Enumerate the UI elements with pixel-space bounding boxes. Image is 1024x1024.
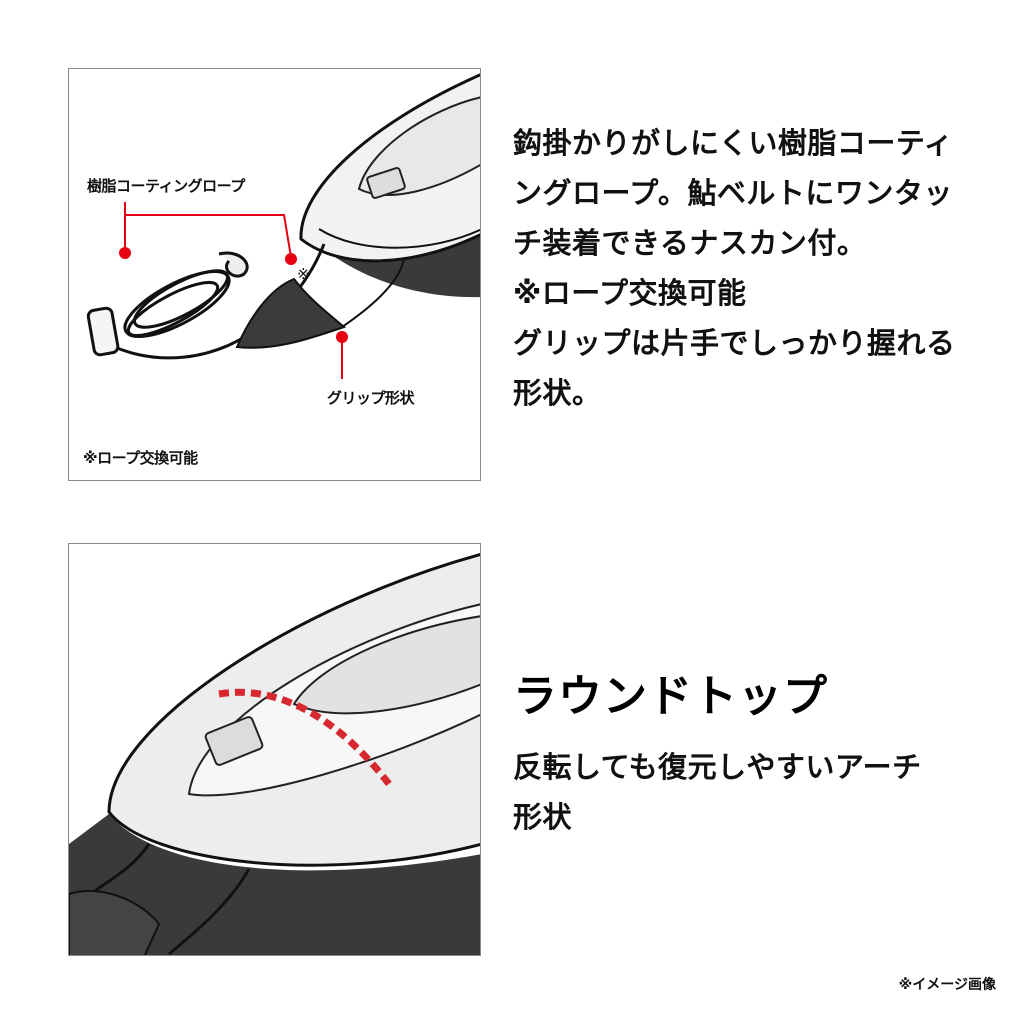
- rope-callout-mark: ※: [297, 265, 310, 283]
- feature-2-description: 反転しても復元しやすいアーチ 形状: [513, 742, 922, 842]
- rope-line-right: [168, 868, 251, 955]
- rope-leader-dot-right: [285, 253, 297, 265]
- description-line: チ装着できるナスカン付。: [513, 226, 867, 260]
- logo-plate: [204, 716, 264, 766]
- image-disclaimer: ※イメージ画像: [898, 977, 996, 993]
- clip-shape: [86, 306, 120, 357]
- round-top-illustration-graphic: [69, 553, 480, 955]
- rope-exchange-footnote: ※ロープ交換可能: [83, 449, 198, 467]
- rope-coil-3: [126, 280, 220, 338]
- round-top-arch-marker: [218, 688, 392, 787]
- grip-callout-label: グリップ形状: [327, 389, 415, 407]
- description-line: 反転しても復元しやすいアーチ: [513, 750, 922, 784]
- description-line: ※ロープ交換可能: [513, 276, 747, 310]
- description-line: グリップは片手でしっかり握れる: [513, 326, 956, 360]
- rope-callout-label: 樹脂コーティングロープ: [87, 177, 245, 195]
- rope-line-right: [338, 258, 405, 330]
- product-illustration-rope: 樹脂コーティングロープ ※ グリップ形状 ※ロープ交換可能: [68, 68, 481, 481]
- grip-shape: [235, 277, 346, 349]
- description-line: 形状。: [513, 376, 602, 410]
- rope-leader-line: [124, 202, 292, 258]
- hull-bottom-shape: [69, 814, 480, 955]
- rope-illustration-graphic: [86, 73, 480, 379]
- grip-leader-dot: [336, 331, 348, 343]
- body-edge-line: [318, 228, 480, 249]
- logo-plate: [366, 167, 406, 199]
- description-line: ングロープ。鮎ベルトにワンタッ: [513, 176, 953, 210]
- product-illustration-round-top: [68, 543, 481, 956]
- grip-shape: [69, 889, 161, 955]
- rope-coil-2: [123, 270, 231, 338]
- feature-2-title: ラウンドトップ: [513, 671, 828, 722]
- cockpit-shape: [292, 615, 480, 715]
- rope-leader-dot-left: [119, 247, 131, 259]
- snap-hook: [218, 251, 249, 278]
- description-line: 形状: [513, 800, 573, 834]
- description-line: 鈎掛かりがしにくい樹脂コーティ: [513, 126, 954, 160]
- feature-1-description: 鈎掛かりがしにくい樹脂コーティ ングロープ。鮎ベルトにワンタッ チ装着できるナス…: [513, 118, 956, 418]
